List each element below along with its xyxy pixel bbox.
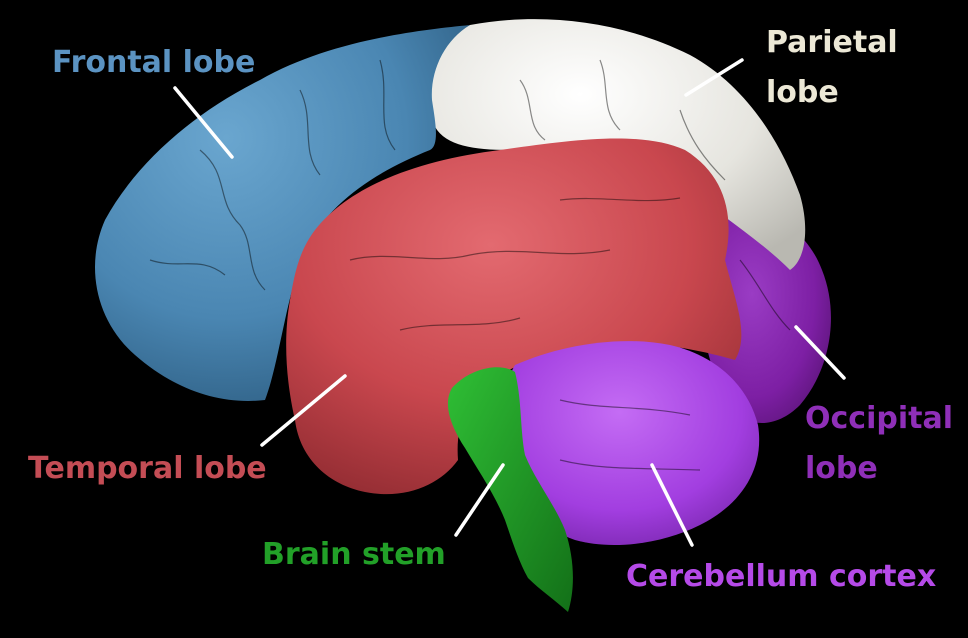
occipital-lobe-region — [699, 207, 831, 424]
sulci-lines — [149, 59, 791, 471]
parietal-lobe-label-line2: lobe — [766, 75, 839, 110]
cerebellum-cortex-label: Cerebellum cortex — [626, 559, 937, 594]
brainstem-leader-line — [454, 463, 505, 537]
temporal-leader-line — [260, 374, 347, 447]
parietal-lobe-label-line1: Parietal — [766, 25, 898, 60]
brain-stem-region — [447, 367, 573, 612]
occipital-lobe-label-line2: lobe — [805, 451, 878, 486]
temporal-lobe-label: Temporal lobe — [28, 451, 267, 486]
occipital-lobe-label-line1: Occipital — [805, 401, 953, 436]
cerebellum-leader-line — [650, 463, 694, 547]
occipital-leader-line — [794, 325, 846, 380]
leader-lines — [173, 58, 846, 547]
parietal-leader-line — [684, 58, 744, 97]
frontal-lobe-region — [95, 25, 470, 401]
frontal-lobe-label: Frontal lobe — [52, 45, 256, 80]
cerebellum-region — [505, 341, 760, 545]
temporal-lobe-region — [286, 138, 742, 495]
frontal-leader-line — [173, 86, 234, 159]
brain-stem-label: Brain stem — [262, 537, 446, 572]
